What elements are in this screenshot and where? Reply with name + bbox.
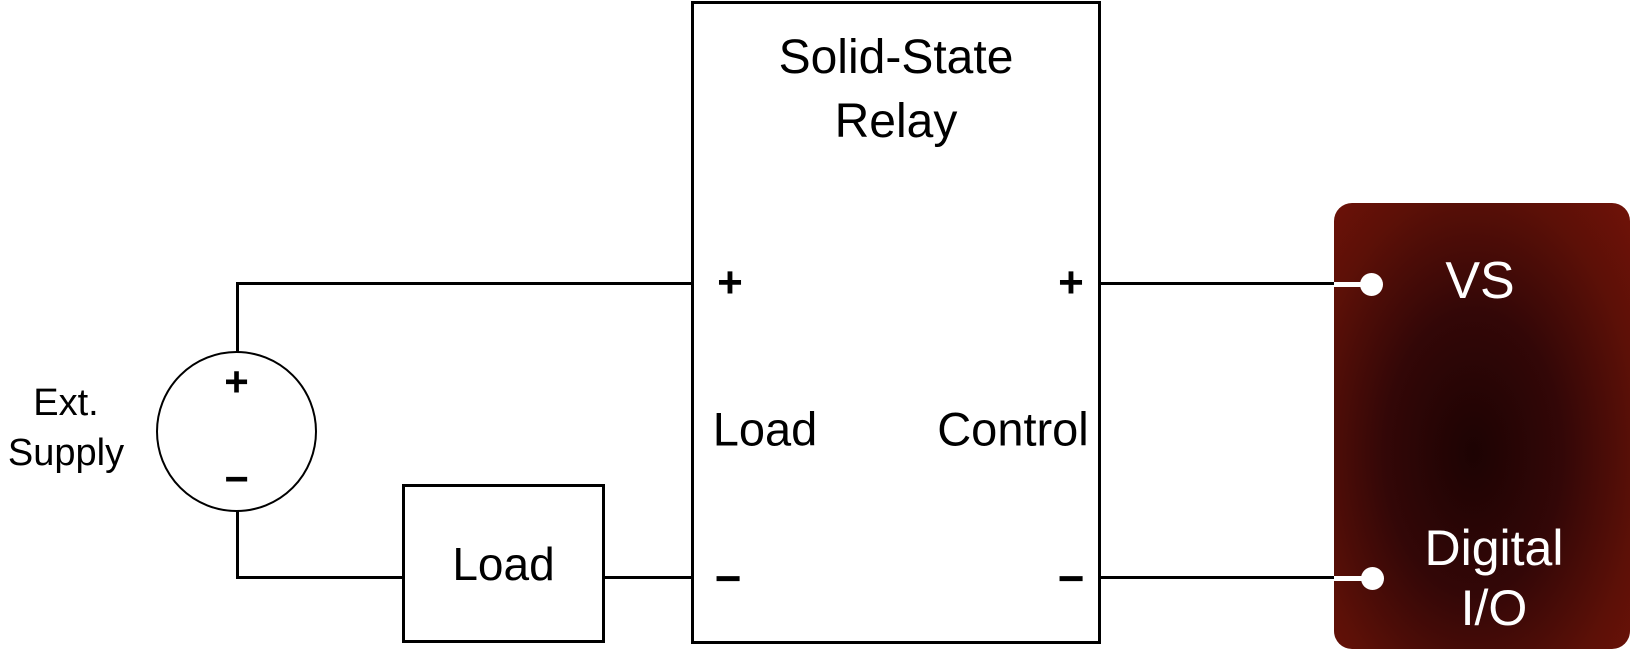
digital-io-terminal-stub [1334,576,1374,581]
wire-supply-top-vertical [236,283,239,353]
wire-load-to-relay [603,576,693,579]
ext-supply-source-symbol: + − [156,351,317,512]
supply-plus-sign: + [224,358,249,405]
relay-title: Solid-State Relay [694,26,1098,154]
ext-supply-label-line1: Ext. [33,382,99,424]
load-box-label: Load [452,537,555,590]
digital-io-label-line2: I/O [1460,580,1528,636]
vs-terminal-stub [1334,282,1373,287]
ext-supply-label-line2: Supply [7,432,125,474]
relay-control-plus-terminal: + [1058,258,1084,307]
ext-supply-label: Ext. Supply [0,378,132,478]
vs-label: VS [1445,252,1515,310]
digital-io-label-line1: Digital [1424,520,1564,576]
solid-state-relay-box: Solid-State Relay + + Load Control − − [691,1,1101,644]
supply-minus-sign: − [224,455,249,502]
wire-relay-to-device-top [1099,282,1336,285]
digital-io-label: Digital I/O [1425,518,1564,638]
relay-load-plus-terminal: + [717,258,743,307]
relay-load-minus-terminal: − [714,552,742,604]
digital-io-terminal-dot [1361,567,1384,590]
wire-supply-to-load [236,576,404,579]
relay-title-line2: Relay [834,95,958,148]
relay-title-line1: Solid-State [778,31,1014,84]
relay-control-minus-terminal: − [1057,552,1085,604]
load-box: Load [402,484,605,643]
digital-io-device-panel: VS Digital I/O [1334,203,1630,649]
vs-terminal-dot [1360,273,1383,296]
relay-load-side-label: Load [712,402,818,456]
wire-relay-to-device-bottom [1099,576,1336,579]
wire-supply-to-relay-top [236,282,693,285]
relay-control-side-label: Control [937,402,1089,456]
wire-supply-bottom-vertical [236,510,239,578]
